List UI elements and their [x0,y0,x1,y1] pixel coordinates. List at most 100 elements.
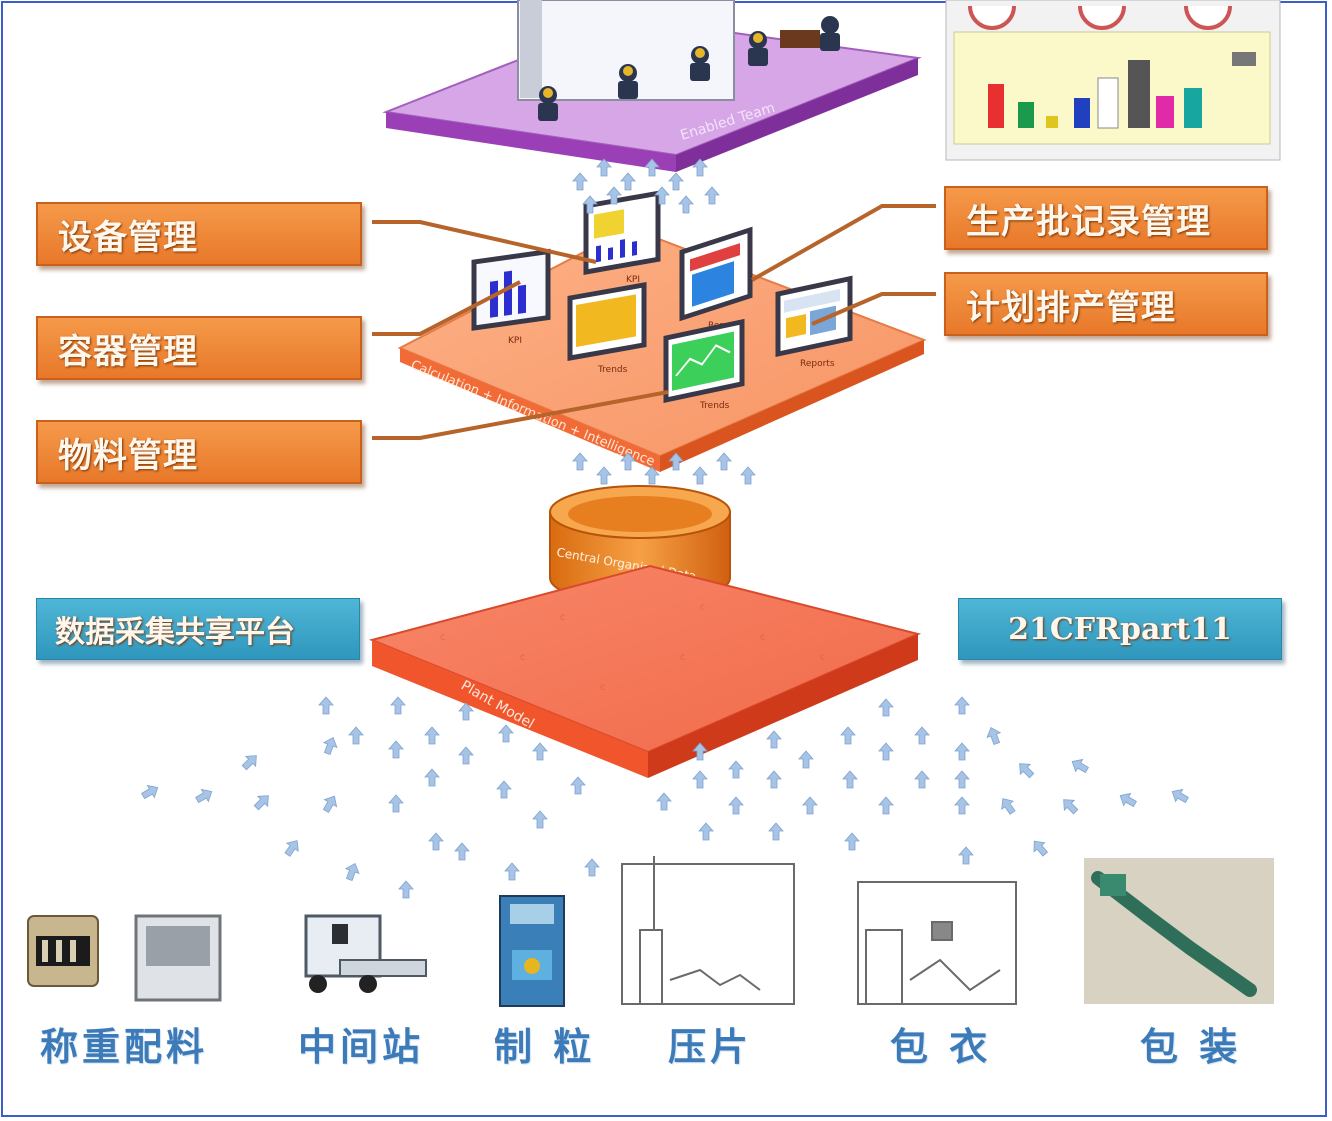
up-arrow-icon [388,740,404,759]
up-arrow-icon [954,696,970,715]
up-arrow-icon [704,186,720,205]
up-arrow-icon [454,842,470,861]
up-arrow-icon [498,724,514,743]
up-arrow-icon [398,880,414,899]
up-arrow-icon [766,730,782,749]
up-arrow-icon [284,840,299,857]
up-arrow-icon [802,796,818,815]
screen-label: Trends [597,365,628,375]
up-arrow-icon [322,795,338,813]
up-arrow-icon [1019,763,1035,779]
up-arrow-icon [241,755,257,771]
plant-model-platform: cc cc cc cc Plant Model [368,564,922,778]
up-arrow-icon [1071,758,1089,774]
equipment-packaging [1084,858,1274,1004]
up-arrow-icon [532,810,548,829]
box-batch-record-management: 生产批记录管理 [944,186,1268,250]
up-arrow-icon [584,858,600,877]
svg-text:c: c [600,682,606,693]
up-arrow-icon [532,742,548,761]
data-flow-arrows [141,158,1189,899]
svg-text:c: c [820,652,826,663]
up-arrow-icon [344,862,360,882]
up-arrow-icon [766,770,782,789]
up-arrow-icon [878,742,894,761]
equipment-intermediate-station [304,914,427,993]
process-packaging: 包 装 [1140,1024,1242,1069]
dashboard-bars [988,60,1202,129]
up-arrow-icon [986,726,1002,746]
box-label: 容器管理 [58,331,198,372]
svg-text:c: c [440,632,446,643]
box-21cfr-part11: 21CFRpart11 [958,598,1282,660]
up-arrow-icon [698,822,714,841]
up-arrow-icon [728,796,744,815]
up-arrow-icon [878,796,894,815]
up-arrow-icon [692,466,708,485]
up-arrow-icon [1033,840,1049,857]
process-granulation: 制 粒 [494,1024,596,1069]
up-arrow-icon [768,822,784,841]
up-arrow-icon [424,768,440,787]
up-arrow-icon [572,452,588,471]
up-arrow-icon [141,784,159,800]
svg-text:c: c [560,612,566,623]
up-arrow-icon [954,742,970,761]
screen-label: Trends [699,401,730,411]
up-arrow-icon [390,696,406,715]
up-arrow-icon [740,466,756,485]
up-arrow-icon [914,726,930,745]
process-weighing: 称重配料 [40,1024,209,1069]
box-label: 物料管理 [58,435,198,476]
up-arrow-icon [496,780,512,799]
box-label: 21CFRpart11 [1008,611,1232,647]
up-arrow-icon [620,452,636,471]
process-coating: 包 衣 [890,1024,992,1069]
up-arrow-icon [644,466,660,485]
screen-label: KPI [626,275,640,285]
up-arrow-icon [596,466,612,485]
box-label: 设备管理 [58,217,198,258]
up-arrow-icon [656,792,672,811]
svg-text:c: c [760,632,766,643]
up-arrow-icon [644,158,660,177]
up-arrow-icon [570,776,586,795]
up-arrow-icon [668,452,684,471]
box-container-management: 容器管理 [36,316,362,380]
up-arrow-icon [1171,788,1189,804]
equipment-coater [857,881,1017,1005]
up-arrow-icon [692,158,708,177]
equipment-tablet-press [621,856,795,1005]
up-arrow-icon [322,736,338,756]
process-intermediate-station: 中间站 [298,1024,425,1069]
connector-lines [372,204,936,440]
box-label: 生产批记录管理 [966,201,1211,242]
up-arrow-icon [678,195,694,214]
up-arrow-icon [692,742,708,761]
up-arrow-icon [914,770,930,789]
up-arrow-icon [716,452,732,471]
svg-text:c: c [520,652,526,663]
up-arrow-icon [728,760,744,779]
up-arrow-icon [844,832,860,851]
box-production-scheduling: 计划排产管理 [944,272,1268,336]
up-arrow-icon [195,788,213,804]
up-arrow-icon [958,846,974,865]
up-arrow-icon [572,172,588,191]
up-arrow-icon [504,862,520,881]
screens: KPI KPI Reports Trends Reports [471,190,853,411]
up-arrow-icon [1063,799,1079,815]
up-arrow-icon [840,726,856,745]
svg-text:c: c [700,602,706,613]
up-arrow-icon [954,770,970,789]
up-arrow-icon [620,172,636,191]
up-arrow-icon [458,746,474,765]
up-arrow-icon [606,186,622,205]
up-arrow-icon [842,770,858,789]
process-tablet-pressing: 压片 [668,1024,753,1069]
up-arrow-icon [798,750,814,769]
up-arrow-icon [582,195,598,214]
up-arrow-icon [428,832,444,851]
up-arrow-icon [668,172,684,191]
